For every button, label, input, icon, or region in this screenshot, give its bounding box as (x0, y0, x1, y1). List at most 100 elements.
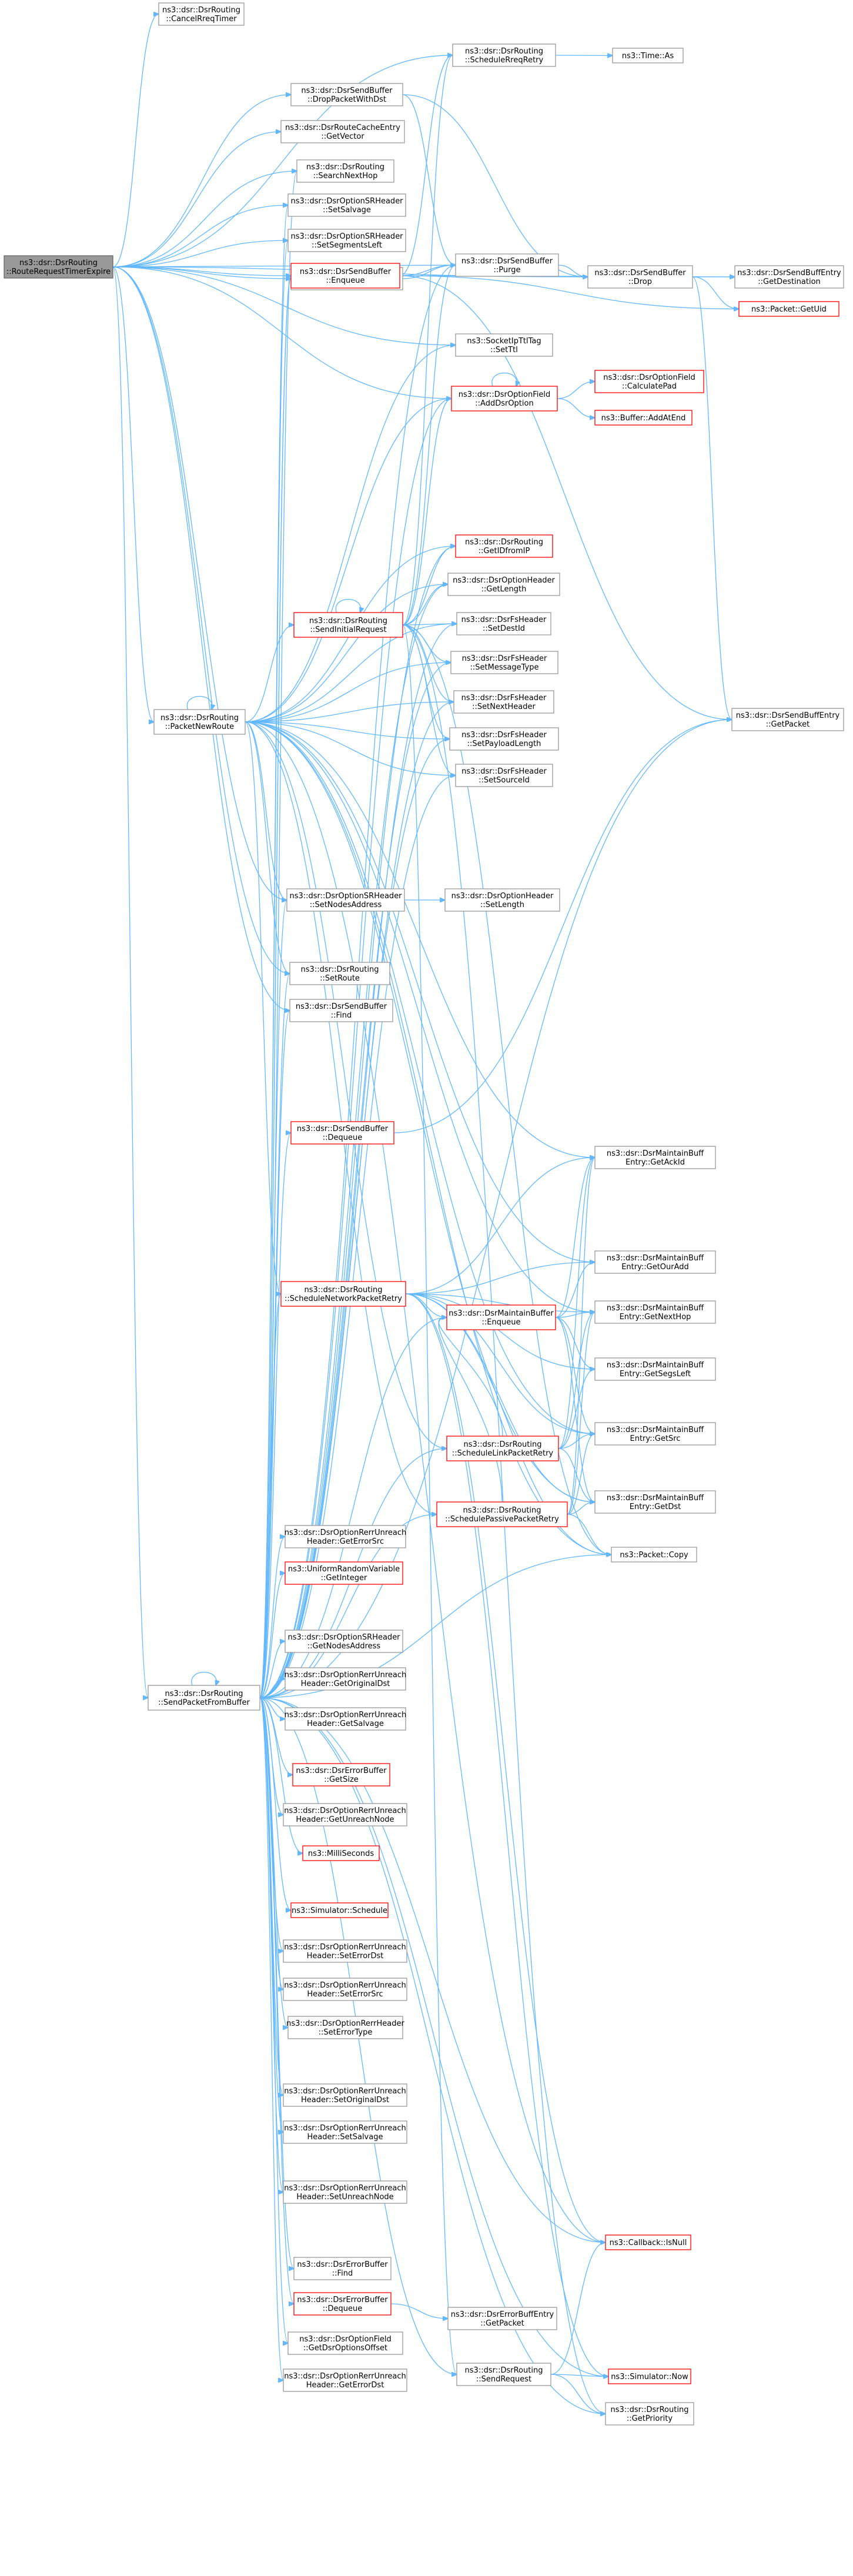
node-box[interactable] (594, 1357, 716, 1381)
node-box[interactable] (292, 1763, 390, 1787)
node-box[interactable] (283, 2368, 407, 2392)
node-box[interactable] (285, 1707, 406, 1731)
node-box[interactable] (293, 2292, 392, 2316)
node-box[interactable] (285, 1667, 406, 1691)
node-ns3-milliseconds[interactable]: ns3::MilliSeconds (302, 1845, 380, 1861)
node-ns3-dsr-dsrmaintainbuff-entry-getouradd[interactable]: ns3::dsr::DsrMaintainBuffEntry::GetOurAd… (594, 1250, 716, 1274)
node-ns3-dsr-dsroptionrerrheader-seterrortype[interactable]: ns3::dsr::DsrOptionRerrHeader::SetErrorT… (286, 2016, 405, 2039)
node-box[interactable] (594, 1250, 716, 1274)
node-ns3-dsr-dsrrouting-sendpacketfrombuffer[interactable]: ns3::dsr::DsrRouting::SendPacketFromBuff… (148, 1685, 260, 1711)
node-box[interactable] (290, 1902, 389, 1918)
node-ns3-dsr-dsroptionheader-setlength[interactable]: ns3::dsr::DsrOptionHeader::SetLength (444, 888, 560, 912)
node-box[interactable] (731, 708, 844, 731)
node-ns3-packet-copy[interactable]: ns3::Packet::Copy (611, 1547, 697, 1563)
node-box[interactable] (449, 727, 559, 751)
node-ns3-dsr-dsrfsheader-setpayloadlength[interactable]: ns3::dsr::DsrFsHeader::SetPayloadLength (449, 727, 559, 751)
node-ns3-dsr-dsrerrorbuffer-dequeue[interactable]: ns3::dsr::DsrErrorBuffer::Dequeue (293, 2292, 392, 2316)
node-ns3-simulator-now[interactable]: ns3::Simulator::Now (608, 2368, 691, 2384)
node-box[interactable] (287, 193, 406, 217)
node-box[interactable] (280, 120, 405, 143)
node-box[interactable] (287, 2331, 403, 2355)
node-ns3-dsr-dsroptionrerrunreach-header-getsalvage[interactable]: ns3::dsr::DsrOptionRerrUnreachHeader::Ge… (285, 1707, 407, 1731)
node-box[interactable] (302, 1845, 380, 1861)
node-box[interactable] (287, 2016, 403, 2039)
node-ns3-dsr-dsrfsheader-setsourceid[interactable]: ns3::dsr::DsrFsHeader::SetSourceId (455, 764, 553, 787)
node-ns3-simulator-schedule[interactable]: ns3::Simulator::Schedule (290, 1902, 389, 1918)
node-ns3-dsr-dsrrouting-packetnewroute[interactable]: ns3::dsr::DsrRouting::PacketNewRoute (153, 709, 246, 735)
node-box[interactable] (444, 888, 560, 912)
node-ns3-dsr-dsroptionrerrunreach-header-setunreachnode[interactable]: ns3::dsr::DsrOptionRerrUnreachHeader::Se… (283, 2180, 407, 2204)
node-ns3-dsr-dsroptionsrheader-setnodesaddress[interactable]: ns3::dsr::DsrOptionSRHeader::SetNodesAdd… (286, 888, 405, 912)
node-ns3-dsr-dsrrouting-schedulepassivepacketretry[interactable]: ns3::dsr::DsrRouting::SchedulePassivePac… (436, 1501, 568, 1527)
node-ns3-dsr-dsroptionsrheader-setsegmentsleft[interactable]: ns3::dsr::DsrOptionSRHeader::SetSegments… (287, 229, 406, 252)
node-box[interactable] (456, 2363, 551, 2386)
node-box[interactable] (594, 1300, 716, 1324)
node-ns3-callback-isnull[interactable]: ns3::Callback::IsNull (605, 2234, 691, 2250)
node-ns3-dsr-dsrsendbuffer-purge[interactable]: ns3::dsr::DsrSendBuffer::Purge (455, 253, 559, 277)
node-box[interactable] (283, 1939, 407, 1963)
node-ns3-dsr-dsrsendbuffer-find[interactable]: ns3::dsr::DsrSendBuffer::Find (289, 999, 393, 1022)
node-box[interactable] (290, 83, 403, 106)
node-ns3-dsr-dsrerrorbuffer-find[interactable]: ns3::dsr::DsrErrorBuffer::Find (293, 2257, 392, 2280)
node-box[interactable] (4, 255, 113, 279)
node-ns3-dsr-dsrmaintainbuff-entry-getnexthop[interactable]: ns3::dsr::DsrMaintainBuffEntry::GetNextH… (594, 1300, 716, 1324)
node-ns3-dsr-dsroptionrerrunreach-header-getunreachnode[interactable]: ns3::dsr::DsrOptionRerrUnreachHeader::Ge… (283, 1803, 407, 1826)
node-box[interactable] (455, 333, 553, 357)
node-box[interactable] (280, 1281, 406, 1307)
node-ns3-dsr-dsrfsheader-setmessagetype[interactable]: ns3::dsr::DsrFsHeader::SetMessageType (450, 651, 558, 674)
node-ns3-time-as[interactable]: ns3::Time::As (612, 48, 684, 63)
node-box[interactable] (285, 1630, 403, 1653)
node-ns3-dsr-dsrrouting-schedulenetworkpacketretry[interactable]: ns3::dsr::DsrRouting::ScheduleNetworkPac… (280, 1281, 406, 1307)
node-ns3-socketipttltag-setttl[interactable]: ns3::SocketIpTtlTag::SetTtl (455, 333, 553, 357)
node-box[interactable] (286, 888, 405, 912)
node-box[interactable] (436, 1501, 568, 1527)
node-box[interactable] (283, 1803, 407, 1826)
node-box[interactable] (289, 962, 390, 985)
node-box[interactable] (611, 1547, 697, 1563)
node-box[interactable] (446, 1436, 559, 1461)
node-ns3-dsr-dsrfsheader-setnextheader[interactable]: ns3::dsr::DsrFsHeader::SetNextHeader (453, 690, 554, 714)
node-ns3-dsr-dsroptionrerrunreach-header-seterrorsrc[interactable]: ns3::dsr::DsrOptionRerrUnreachHeader::Se… (283, 1978, 407, 2001)
node-ns3-dsr-dsrrouting-sendinitialrequest[interactable]: ns3::dsr::DsrRouting::SendInitialRequest (293, 612, 403, 638)
node-ns3-dsr-dsrrouting-schedulelinkpacketretry[interactable]: ns3::dsr::DsrRouting::ScheduleLinkPacket… (446, 1436, 559, 1461)
node-ns3-dsr-dsrsendbuffentry-getdestination[interactable]: ns3::dsr::DsrSendBuffEntry::GetDestinati… (734, 265, 844, 289)
node-box[interactable] (605, 2402, 694, 2426)
node-box[interactable] (594, 1490, 716, 1514)
node-ns3-dsr-dsrsendbuffentry-getpacket[interactable]: ns3::dsr::DsrSendBuffEntry::GetPacket (731, 708, 844, 731)
node-box[interactable] (451, 386, 558, 412)
node-ns3-dsr-dsroptionfield-calculatepad[interactable]: ns3::dsr::DsrOptionField::CalculatePad (594, 370, 704, 393)
node-ns3-dsr-dsroptionrerrunreach-header-setoriginaldst[interactable]: ns3::dsr::DsrOptionRerrUnreachHeader::Se… (283, 2083, 407, 2107)
node-ns3-dsr-dsrerrorbuffer-getsize[interactable]: ns3::dsr::DsrErrorBuffer::GetSize (292, 1763, 390, 1787)
node-ns3-dsr-dsrmaintainbuff-entry-getsegsleft[interactable]: ns3::dsr::DsrMaintainBuffEntry::GetSegsL… (594, 1357, 716, 1381)
node-box[interactable] (608, 2368, 691, 2384)
node-ns3-dsr-dsrsendbuffer-droppacketwithdst[interactable]: ns3::dsr::DsrSendBuffer::DropPacketWithD… (290, 83, 403, 106)
node-box[interactable] (283, 1978, 407, 2001)
node-ns3-dsr-dsroptionrerrunreach-header-getoriginaldst[interactable]: ns3::dsr::DsrOptionRerrUnreachHeader::Ge… (285, 1667, 407, 1691)
node-box[interactable] (148, 1685, 260, 1711)
node-ns3-dsr-dsrmaintainbuffer-enqueue[interactable]: ns3::dsr::DsrMaintainBuffer::Enqueue (446, 1304, 556, 1330)
node-ns3-dsr-dsrrouting-searchnexthop[interactable]: ns3::dsr::DsrRouting::SearchNextHop (296, 159, 394, 183)
node-box[interactable] (446, 1304, 556, 1330)
node-box[interactable] (455, 764, 553, 787)
node-box[interactable] (283, 2120, 407, 2144)
node-ns3-dsr-dsrrouting-schedulerreqretry[interactable]: ns3::dsr::DsrRouting::ScheduleRreqRetry (452, 44, 556, 67)
node-ns3-dsr-dsrrouting-sendrequest[interactable]: ns3::dsr::DsrRouting::SendRequest (456, 2363, 551, 2386)
node-ns3-dsr-dsrrouting-getidfromip[interactable]: ns3::dsr::DsrRouting::GetIDfromIP (455, 534, 553, 558)
node-box[interactable] (293, 2257, 392, 2280)
node-box[interactable] (153, 709, 246, 735)
node-ns3-dsr-dsroptionrerrunreach-header-setsalvage[interactable]: ns3::dsr::DsrOptionRerrUnreachHeader::Se… (283, 2120, 407, 2144)
node-box[interactable] (455, 253, 559, 277)
node-box[interactable] (455, 534, 553, 558)
node-box[interactable] (289, 999, 393, 1022)
node-box[interactable] (296, 159, 394, 183)
node-box[interactable] (287, 229, 406, 252)
node-ns3-buffer-addatend[interactable]: ns3::Buffer::AddAtEnd (594, 410, 693, 426)
node-box[interactable] (283, 2180, 407, 2204)
node-ns3-dsr-dsrrouting-getpriority[interactable]: ns3::dsr::DsrRouting::GetPriority (605, 2402, 694, 2426)
node-box[interactable] (293, 612, 403, 638)
node-ns3-uniformrandomvariable-getinteger[interactable]: ns3::UniformRandomVariable::GetInteger (285, 1561, 403, 1585)
node-box[interactable] (283, 2083, 407, 2107)
